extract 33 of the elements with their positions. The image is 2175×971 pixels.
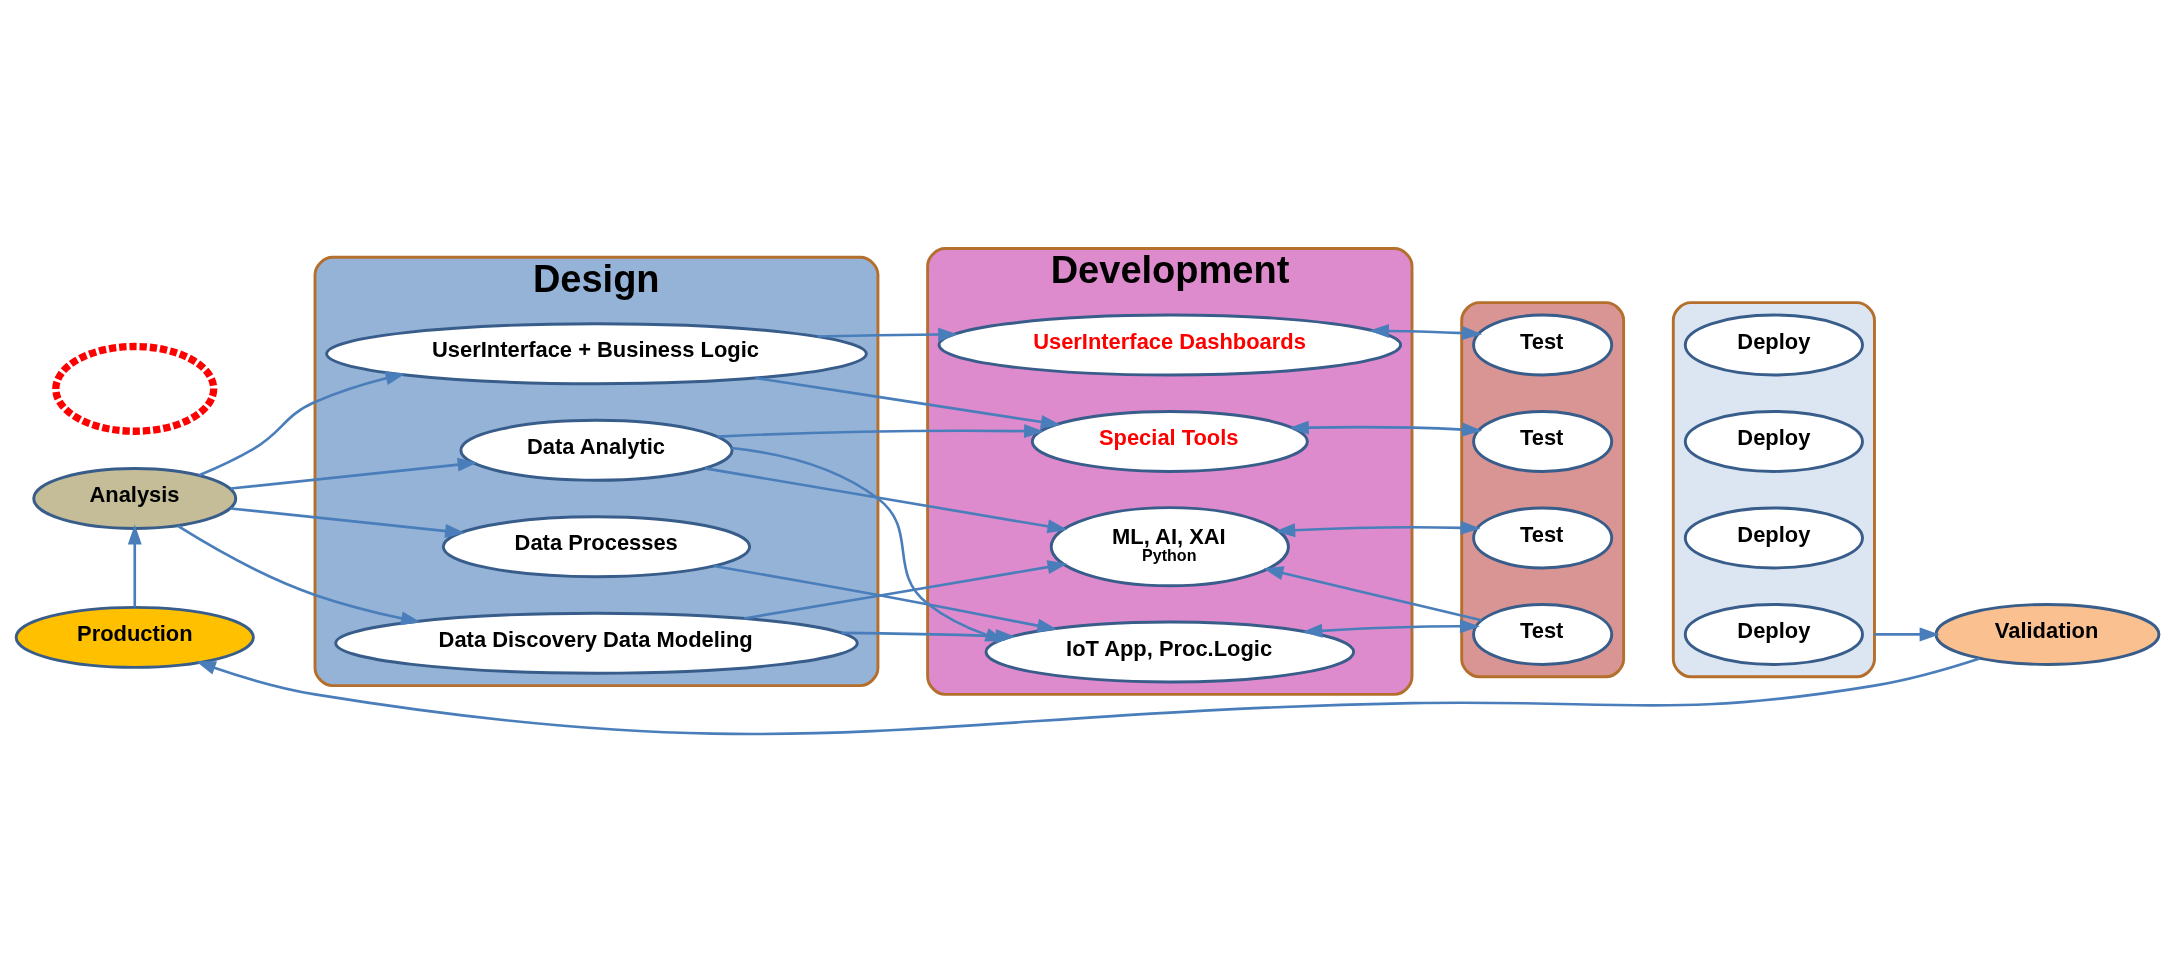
node-ellipse: ML, AI, XAI Python [1049, 506, 1290, 588]
node-ellipse: Deploy [1683, 313, 1864, 377]
arrow [705, 467, 1068, 534]
arrow [1263, 566, 1482, 622]
node-ellipse: Deploy [1683, 506, 1864, 570]
arrow [195, 657, 1981, 736]
node-ellipse: Validation [1934, 603, 2161, 666]
arrow [755, 376, 1061, 429]
arrow [717, 424, 1044, 439]
node-ellipse: Deploy [1683, 603, 1864, 666]
arrow [1288, 420, 1483, 437]
node-ellipse: Test [1472, 603, 1614, 666]
arrow [198, 371, 406, 477]
node-ellipse [52, 342, 218, 435]
arrow [713, 564, 1058, 633]
arrow [177, 524, 421, 626]
node-ellipse: Production [14, 605, 255, 669]
node-ellipse: Test [1472, 506, 1614, 570]
arrow [817, 327, 959, 342]
arrow [743, 560, 1068, 620]
node-ellipse: Test [1472, 410, 1614, 473]
arrow [1302, 619, 1480, 638]
arrow [127, 524, 142, 607]
arrow [1275, 520, 1481, 538]
arrow [1874, 627, 1940, 642]
node-ellipse: Test [1472, 313, 1614, 377]
node-ellipse: Analysis [32, 467, 238, 530]
node-ellipse: Deploy [1683, 410, 1864, 473]
arrow [230, 457, 478, 490]
arrow [1369, 324, 1483, 341]
arrow [230, 507, 465, 538]
cluster [1671, 301, 1876, 679]
arrow [731, 446, 1006, 642]
